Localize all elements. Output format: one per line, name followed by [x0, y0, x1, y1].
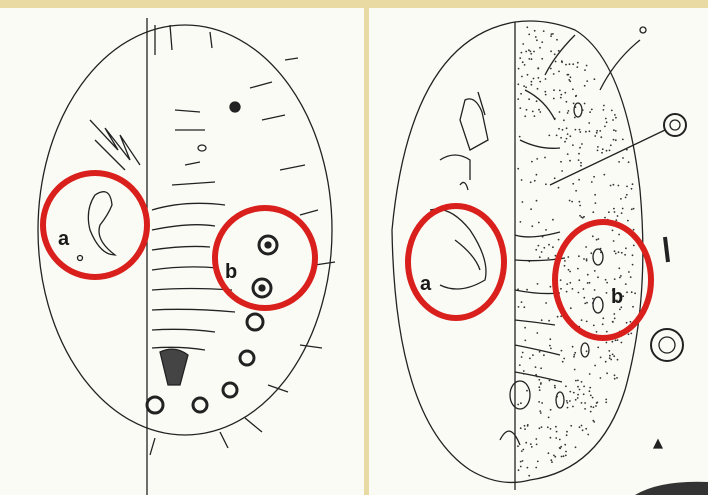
right-label-b: b: [611, 286, 623, 308]
left-spiracle: [88, 192, 115, 255]
left-pore: [230, 102, 240, 112]
right-leg-upper: [460, 99, 488, 150]
left-highlight-b: [215, 208, 315, 308]
right-body-outline: [392, 21, 643, 482]
right-specimen: [392, 21, 686, 490]
right-highlight-b: [555, 222, 651, 338]
right-pore-low: [651, 329, 683, 361]
right-leg-lower: [430, 209, 486, 289]
left-specimen: [38, 18, 335, 495]
right-pore-mid: [664, 114, 686, 136]
left-highlight-a: [43, 173, 147, 277]
left-label-a: a: [58, 228, 70, 250]
left-body-outline: [38, 25, 332, 435]
left-anal-ring: [160, 349, 188, 385]
left-label-b: b: [225, 261, 237, 283]
right-highlight-a: [408, 206, 504, 318]
right-pore-top: [640, 27, 646, 33]
right-label-a: a: [420, 273, 432, 295]
corner-mark: [635, 482, 708, 495]
